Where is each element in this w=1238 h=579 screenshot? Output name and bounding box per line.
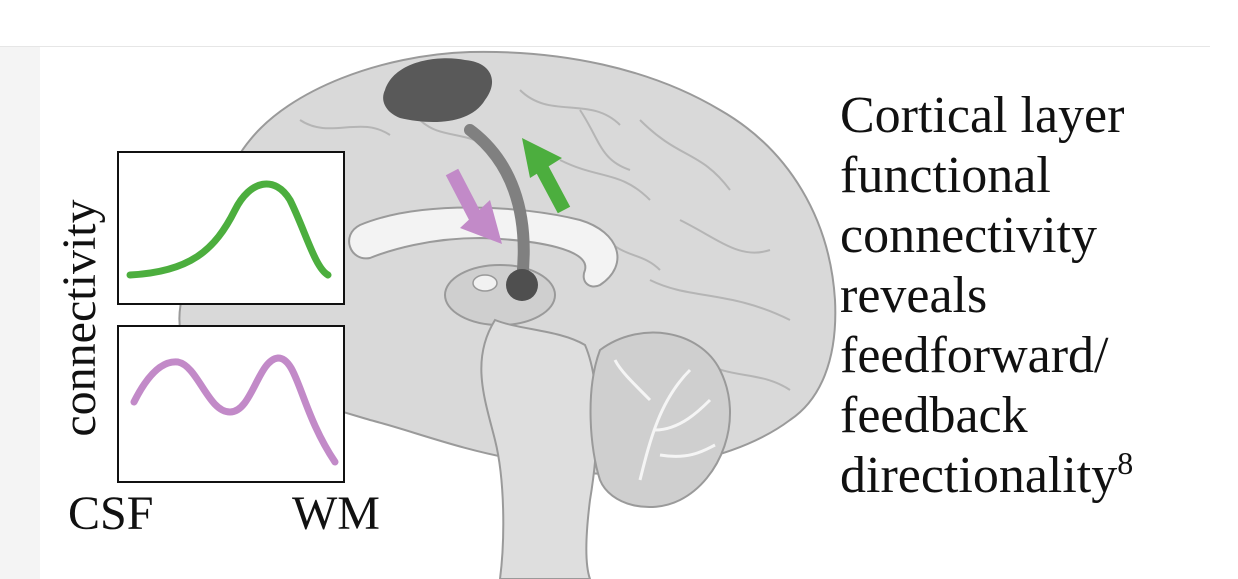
- headline-line: directionality: [840, 447, 1117, 504]
- headline: Cortical layer functional connectivity r…: [840, 86, 1210, 506]
- brainstem: [481, 320, 597, 579]
- headline-line: Cortical layer: [840, 86, 1210, 146]
- y-axis-label: connectivity: [50, 168, 110, 468]
- headline-line: feedforward/: [840, 326, 1210, 386]
- right-margin-strip: [1210, 0, 1238, 579]
- thalamus-nucleus: [473, 275, 497, 291]
- citation-superscript: 8: [1117, 445, 1133, 481]
- headline-line: feedback: [840, 386, 1210, 446]
- headline-last-line: directionality8: [840, 446, 1210, 506]
- thalamus: [445, 265, 555, 325]
- bottom-plot-frame: [118, 326, 344, 482]
- thalamic-node: [506, 269, 538, 301]
- top-plot-frame: [118, 152, 344, 304]
- headline-line: connectivity: [840, 206, 1210, 266]
- x-axis-right-label: WM: [292, 486, 380, 542]
- x-axis-left-label: CSF: [68, 486, 153, 542]
- cerebellum: [591, 333, 730, 507]
- headline-line: reveals: [840, 266, 1210, 326]
- headline-line: functional: [840, 146, 1210, 206]
